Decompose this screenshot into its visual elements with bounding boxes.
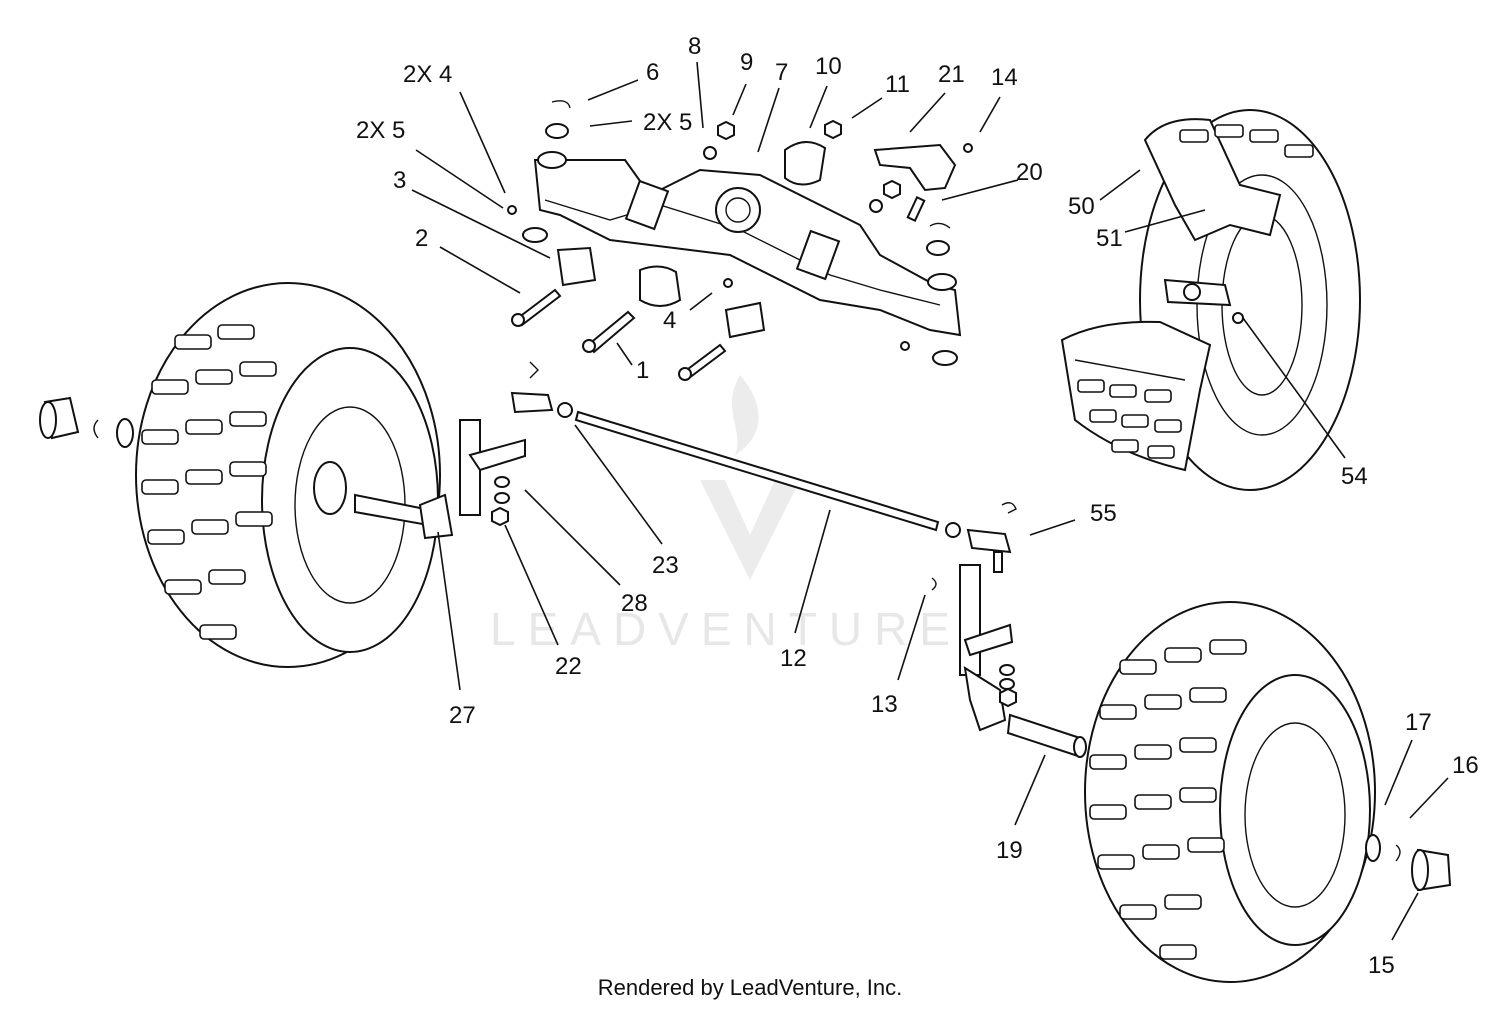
callout-17: 17 xyxy=(1405,709,1432,736)
cutaway-tread xyxy=(1077,124,1314,459)
callout-16: 16 xyxy=(1452,752,1479,779)
beam-hardware xyxy=(507,100,973,381)
tire-cutaway xyxy=(1060,109,1361,491)
callout-1: 1 xyxy=(636,357,649,384)
callout-27: 27 xyxy=(449,702,476,729)
right-tire-tread xyxy=(1089,639,1247,960)
callout-labels: 2X 4 6 2X 5 8 9 7 10 11 21 14 2X 5 3 2 4… xyxy=(356,33,1479,979)
callout-14: 14 xyxy=(991,64,1018,91)
left-wheel xyxy=(135,282,441,668)
left-hub-parts xyxy=(39,396,134,448)
callout-10: 10 xyxy=(815,53,842,80)
right-spindle xyxy=(931,564,1087,758)
callout-3: 3 xyxy=(393,167,406,194)
callout-19: 19 xyxy=(996,837,1023,864)
footer-credit: Rendered by LeadVenture, Inc. xyxy=(597,975,903,1000)
left-tire-tread xyxy=(141,324,277,640)
right-tie-rod-end xyxy=(945,502,1017,573)
callout-22: 22 xyxy=(555,653,582,680)
tie-rod xyxy=(574,410,940,532)
callout-4: 4 xyxy=(663,307,676,334)
callout-2x5-top: 2X 5 xyxy=(643,109,692,136)
left-nuts xyxy=(491,476,510,527)
watermark: LEADVENTURE xyxy=(490,375,962,655)
callout-51: 51 xyxy=(1096,225,1123,252)
callout-8: 8 xyxy=(688,33,701,60)
callout-20: 20 xyxy=(1016,159,1043,186)
leader-lines xyxy=(411,61,1449,941)
callout-55: 55 xyxy=(1090,500,1117,527)
callout-2x4-top: 2X 4 xyxy=(403,61,452,88)
callout-13: 13 xyxy=(871,691,898,718)
right-hub-parts xyxy=(1365,834,1452,892)
left-spindle xyxy=(354,361,573,540)
callout-54: 54 xyxy=(1341,463,1368,490)
callout-11: 11 xyxy=(885,71,910,98)
callout-50: 50 xyxy=(1068,193,1095,220)
callout-7: 7 xyxy=(775,59,788,86)
callout-12: 12 xyxy=(780,645,807,672)
callout-2x5-left: 2X 5 xyxy=(356,117,405,144)
watermark-text: LEADVENTURE xyxy=(490,603,962,655)
callout-9: 9 xyxy=(740,49,753,76)
callout-21: 21 xyxy=(938,61,965,88)
callout-23: 23 xyxy=(652,552,679,579)
right-wheel xyxy=(1084,601,1376,983)
axle-beam xyxy=(533,151,962,337)
callout-6: 6 xyxy=(646,59,659,86)
callout-15: 15 xyxy=(1368,952,1395,979)
callout-28: 28 xyxy=(621,590,648,617)
callout-2: 2 xyxy=(415,225,428,252)
